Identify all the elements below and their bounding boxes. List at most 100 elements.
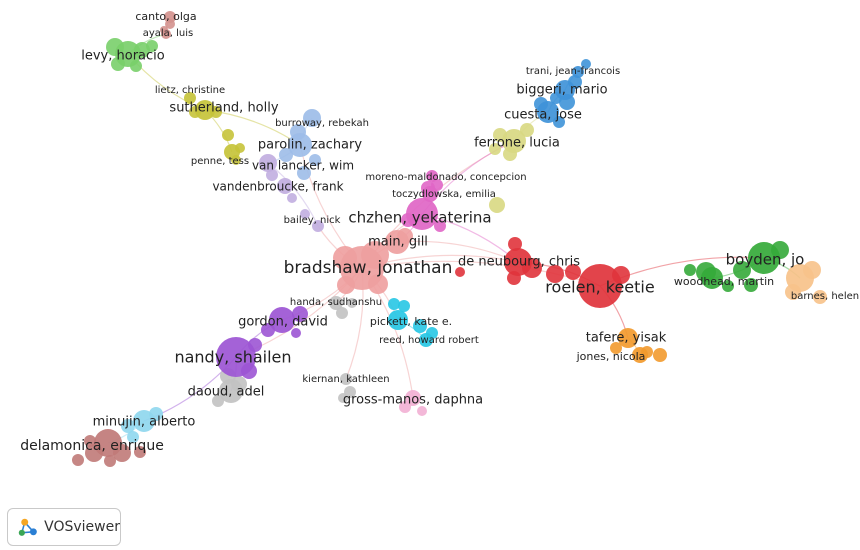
- author-node-handa[interactable]: [329, 296, 343, 310]
- author-node-roelen[interactable]: [578, 264, 622, 308]
- author-label-cuesta[interactable]: cuesta, jose: [504, 108, 582, 123]
- author-label-gordon[interactable]: gordon, david: [238, 315, 328, 330]
- author-node-morenomaldonado[interactable]: [426, 170, 438, 182]
- author-label-minujin[interactable]: minujin, alberto: [93, 415, 196, 430]
- cluster-bubble: [455, 267, 465, 277]
- cluster-bubble: [121, 419, 135, 433]
- author-label-grossmanos[interactable]: gross-manos, daphna: [343, 393, 483, 408]
- author-label-vanlancker[interactable]: van lancker, wim: [252, 159, 354, 173]
- author-node-cuesta[interactable]: [537, 101, 559, 123]
- author-label-bradshaw[interactable]: bradshaw, jonathan: [284, 258, 453, 278]
- author-node-burroway[interactable]: [303, 109, 321, 127]
- cluster-bubble: [398, 300, 410, 312]
- author-label-burroway[interactable]: burroway, rebekah: [275, 118, 369, 129]
- author-label-biggeri[interactable]: biggeri, mario: [516, 83, 607, 98]
- author-node-toczydlowska[interactable]: [422, 186, 438, 202]
- author-label-bailey[interactable]: bailey, nick: [284, 215, 341, 226]
- author-node-chzhen[interactable]: [406, 198, 438, 230]
- author-node-trani[interactable]: [572, 66, 584, 78]
- cluster-bubble: [72, 454, 84, 466]
- cluster-bubble: [266, 169, 278, 181]
- cluster-bubble: [336, 307, 348, 319]
- author-label-delamonica[interactable]: delamonica, enrique: [20, 438, 164, 454]
- author-node-sutherland[interactable]: [195, 100, 215, 120]
- node-layer: [72, 11, 827, 467]
- author-label-morenomaldonado[interactable]: moreno-maldonado, concepcion: [365, 172, 526, 183]
- author-node-grossmanos[interactable]: [405, 390, 421, 406]
- author-node-parolin[interactable]: [288, 133, 312, 157]
- author-label-main[interactable]: main, gill: [368, 235, 428, 250]
- author-node-bradshaw[interactable]: [340, 246, 384, 290]
- author-label-ferrone[interactable]: ferrone, lucia: [474, 136, 560, 151]
- cluster-bubble: [417, 406, 427, 416]
- cluster-bubble: [434, 220, 446, 232]
- author-node-lietz[interactable]: [184, 92, 196, 104]
- vosviewer-badge[interactable]: VOSviewer: [7, 508, 121, 546]
- cluster-bubble: [565, 264, 581, 280]
- author-label-kiernan[interactable]: kiernan, kathleen: [302, 374, 389, 385]
- author-node-tafere[interactable]: [618, 328, 638, 348]
- author-node-penne[interactable]: [224, 144, 240, 160]
- cluster-bubble: [388, 298, 400, 310]
- author-node-delamonica[interactable]: [94, 429, 122, 457]
- cluster-bubble: [338, 393, 348, 403]
- cluster-bubble: [546, 265, 564, 283]
- author-node-daoud[interactable]: [219, 379, 243, 403]
- author-label-reed[interactable]: reed, howard robert: [379, 335, 479, 346]
- author-node-woodhead[interactable]: [701, 267, 723, 289]
- cluster-bubble: [722, 280, 734, 292]
- author-node-levy[interactable]: [115, 41, 141, 67]
- author-label-tafere[interactable]: tafere, yisak: [586, 331, 667, 346]
- author-node-biggeri[interactable]: [555, 80, 575, 100]
- cluster-bubble: [127, 431, 139, 443]
- author-label-canto[interactable]: canto, olga: [135, 10, 196, 23]
- cluster-bubble: [222, 129, 234, 141]
- author-node-jones[interactable]: [632, 347, 648, 363]
- cluster-bubble: [520, 123, 534, 137]
- author-node-kiernan[interactable]: [340, 373, 352, 385]
- author-node-minujin[interactable]: [133, 410, 155, 432]
- author-node-vandenbroucke[interactable]: [277, 178, 293, 194]
- author-label-parolin[interactable]: parolin, zachary: [258, 138, 362, 153]
- author-label-deneubourg[interactable]: de neubourg, chris: [458, 255, 580, 270]
- author-label-trani[interactable]: trani, jean-francois: [526, 66, 620, 77]
- author-label-lietz[interactable]: lietz, christine: [155, 85, 225, 96]
- author-node-main[interactable]: [385, 230, 409, 254]
- author-label-daoud[interactable]: daoud, adel: [188, 385, 265, 400]
- author-label-woodhead[interactable]: woodhead, martin: [674, 275, 774, 288]
- author-node-ferrone[interactable]: [502, 129, 526, 153]
- author-node-deneubourg[interactable]: [504, 248, 532, 276]
- author-node-reed[interactable]: [419, 333, 433, 347]
- author-node-canto[interactable]: [164, 11, 176, 23]
- vosviewer-logo-icon: [18, 518, 37, 536]
- author-label-boyden[interactable]: boyden, jo: [726, 251, 805, 269]
- author-node-pickett[interactable]: [388, 310, 408, 330]
- author-label-vandenbroucke[interactable]: vandenbroucke, frank: [212, 180, 343, 194]
- author-label-barnes[interactable]: barnes, helen: [791, 291, 859, 302]
- cluster-bubble: [292, 306, 308, 322]
- author-label-nandy[interactable]: nandy, shailen: [174, 348, 291, 367]
- author-label-sutherland[interactable]: sutherland, holly: [169, 101, 278, 116]
- author-label-penne[interactable]: penne, tess: [191, 156, 249, 167]
- author-label-jones[interactable]: jones, nicola: [576, 350, 646, 363]
- cluster-bubble: [84, 435, 96, 447]
- author-node-vanlancker[interactable]: [259, 154, 277, 172]
- author-label-ayala[interactable]: ayala, luis: [143, 28, 194, 39]
- author-label-levy[interactable]: levy, horacio: [81, 49, 165, 64]
- author-node-bailey[interactable]: [312, 220, 324, 232]
- author-label-chzhen[interactable]: chzhen, yekaterina: [348, 209, 491, 227]
- author-label-pickett[interactable]: pickett, kate e.: [370, 315, 452, 328]
- author-label-handa[interactable]: handa, sudhanshu: [290, 297, 382, 308]
- author-node-boyden[interactable]: [748, 242, 780, 274]
- cluster-bubble: [413, 319, 427, 333]
- author-node-barnes[interactable]: [786, 264, 814, 292]
- author-label-roelen[interactable]: roelen, keetie: [545, 278, 654, 297]
- author-label-toczydlowska[interactable]: toczydlowska, emilia: [392, 189, 496, 200]
- vosviewer-label: VOSviewer: [44, 519, 120, 535]
- author-node-nandy[interactable]: [216, 337, 256, 377]
- author-node-gordon[interactable]: [269, 307, 295, 333]
- cluster-bubble: [287, 193, 297, 203]
- cluster-bubble: [581, 59, 591, 69]
- author-node-ayala[interactable]: [161, 29, 171, 39]
